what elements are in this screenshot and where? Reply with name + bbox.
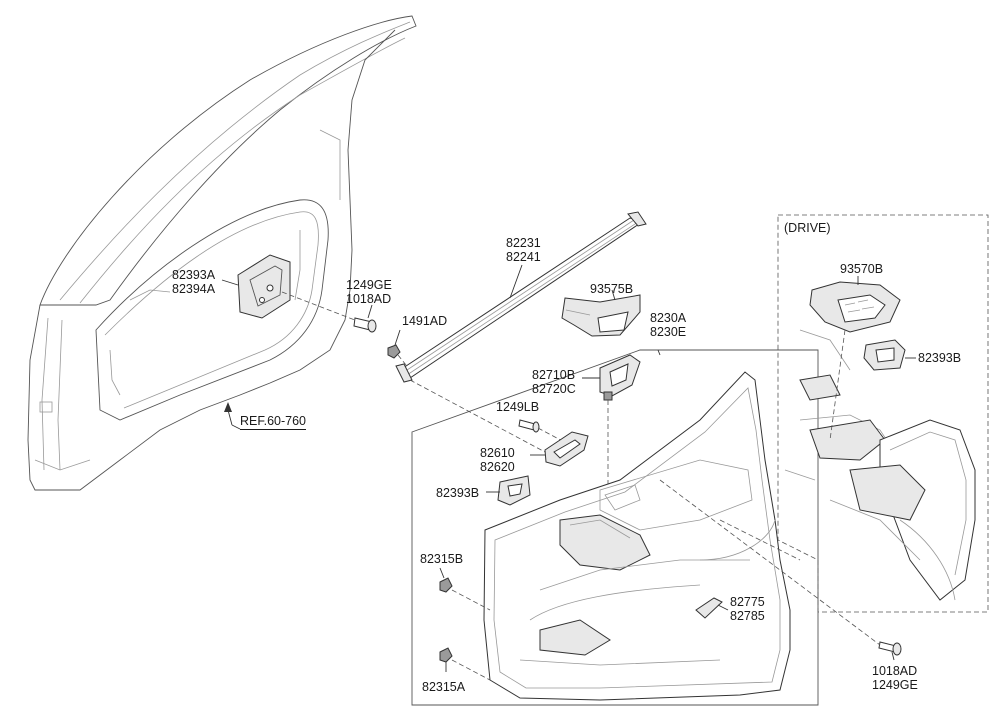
ref-label: REF.60-760 [240,414,307,430]
label-82720c: 82720C [532,382,576,396]
screw-1249ge-top [353,317,377,333]
inner-handle-82610 [544,431,589,467]
label-82394a: 82394A [172,282,216,296]
handle-82710b [599,354,641,401]
clip-82315b [439,577,453,593]
screw-1249lb [518,419,540,433]
label-82393b-drive: 82393B [918,351,962,365]
panel-box [411,349,819,706]
screw-1018ad-bottom [878,641,902,656]
leader-82393a [221,279,239,286]
bracket-82393b-left [497,475,531,506]
label-82315b: 82315B [420,552,464,566]
label-93575b: 93575B [590,282,634,296]
label-82785: 82785 [730,609,765,623]
ref-arrow-head [224,402,232,412]
drive-box [777,214,989,613]
label-82315a: 82315A [422,680,466,694]
drive-title: (DRIVE) [784,221,831,235]
label-82710b: 82710B [532,368,576,382]
label-93570b: 93570B [840,262,884,276]
label-1018ad-top: 1018AD [346,292,392,306]
garnish-93575b [561,294,641,337]
label-82620: 82620 [480,460,515,474]
power-window-switch-93570b [809,281,901,333]
label-8230e: 8230E [650,325,687,339]
bracket-82393b-drive [863,339,906,371]
door-trim-panel-8230a [483,371,791,701]
label-82393a: 82393A [172,268,216,282]
label-82393b-left: 82393B [436,486,480,500]
label-1249ge-top: 1249GE [346,278,392,292]
label-8230a: 8230A [650,311,687,325]
door-frame [27,15,417,491]
clip-1491ad [387,344,401,359]
label-82610: 82610 [480,446,515,460]
label-1018ad-bottom: 1018AD [872,664,918,678]
label-1249lb: 1249LB [496,400,540,414]
ref-arrow [227,409,233,426]
label-82241: 82241 [506,250,541,264]
label-1249ge-bottom: 1249GE [872,678,918,692]
label-82231: 82231 [506,236,541,250]
label-1491ad: 1491AD [402,314,448,328]
cover-82775 [695,597,723,619]
label-82775: 82775 [730,595,765,609]
bracket-82393a [237,254,291,319]
drive-panel-detail [784,329,976,601]
weatherstrip-82231 [395,211,647,383]
clip-82315a [439,647,453,663]
